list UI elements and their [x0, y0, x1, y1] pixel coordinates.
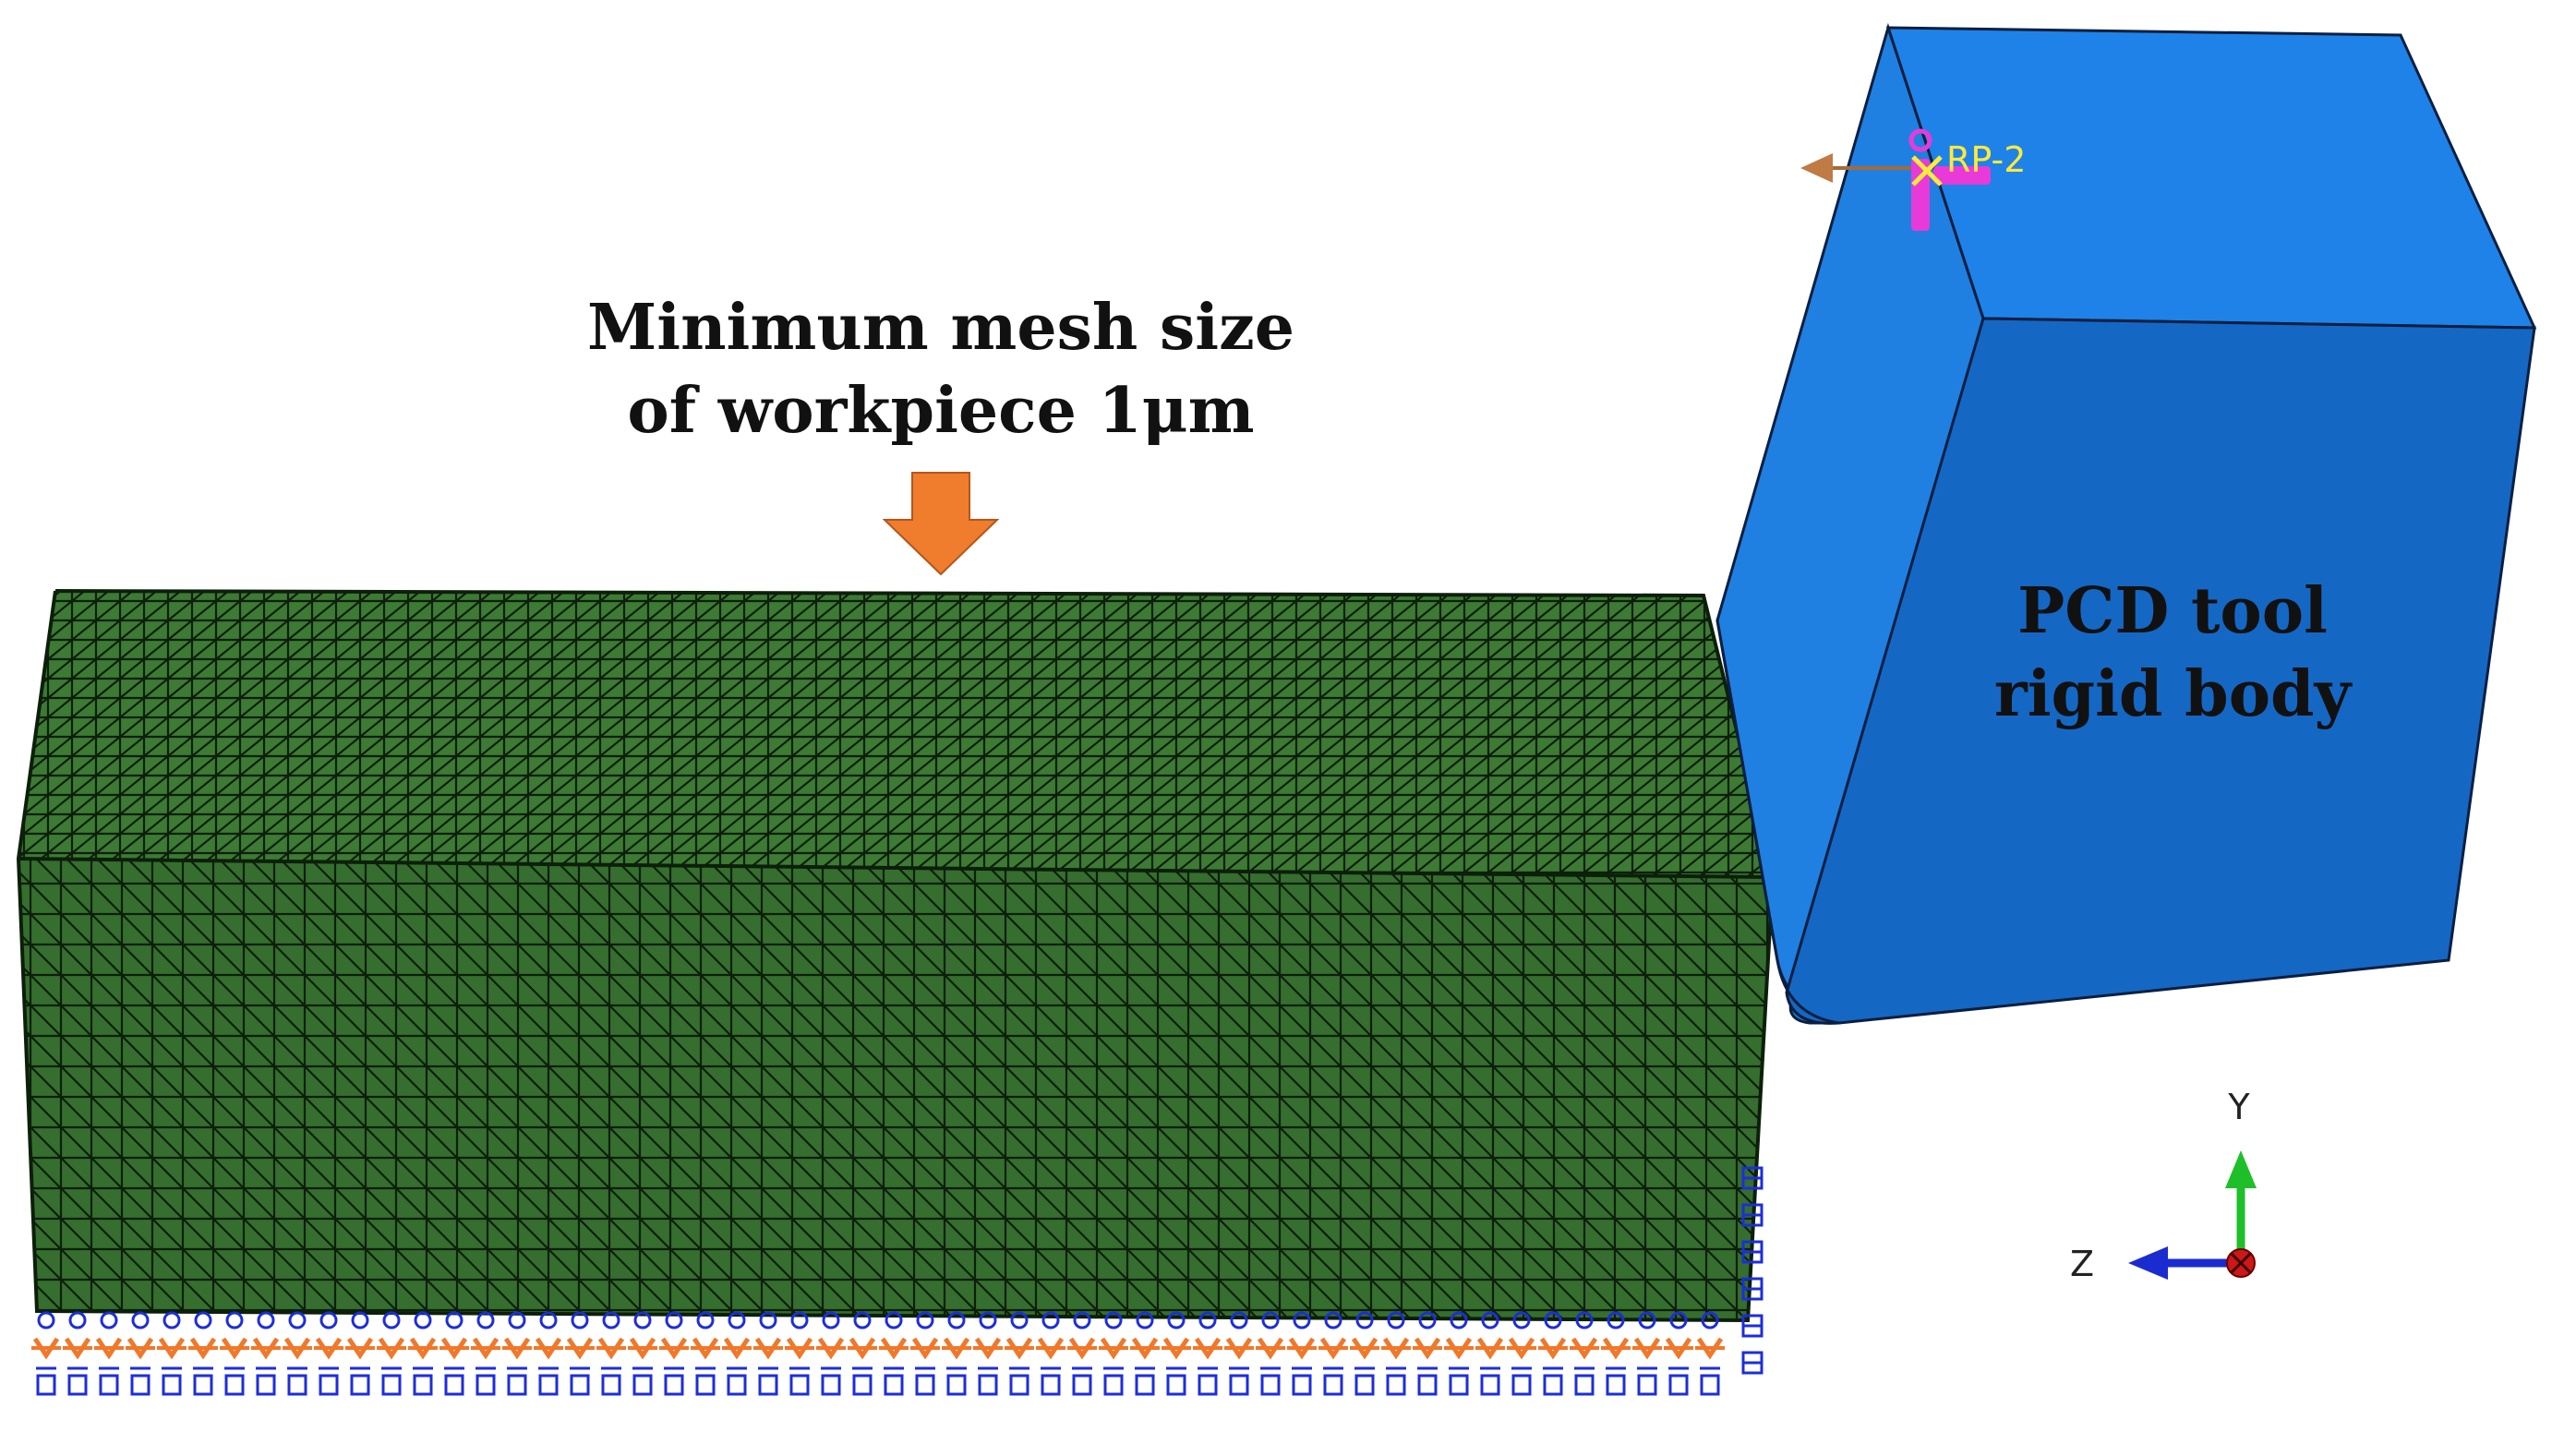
bc-symbol-icon	[283, 1311, 312, 1396]
tool-front-face	[1785, 317, 2536, 1025]
bc-symbol-icon	[1475, 1311, 1505, 1396]
bc-symbol-icon	[659, 1311, 689, 1396]
bc-symbol-icon	[879, 1311, 909, 1396]
bc-symbol-icon	[1099, 1311, 1128, 1396]
bc-symbol-icon	[848, 1311, 877, 1396]
tool-label-line-2: rigid body	[1994, 657, 2353, 731]
bc-symbol-icon	[722, 1311, 752, 1396]
bc-symbol-icon	[1741, 1166, 1764, 1190]
bc-symbol-icon	[314, 1311, 343, 1396]
bc-symbol-icon	[1005, 1311, 1034, 1396]
rp-constraint-arm-icon	[1933, 166, 1991, 185]
bc-symbol-icon	[502, 1311, 532, 1396]
workpiece-top-mesh	[18, 591, 1773, 877]
bc-symbol-icon	[1256, 1311, 1285, 1396]
bc-symbol-icon	[1067, 1311, 1097, 1396]
bc-symbol-icon	[1570, 1311, 1599, 1396]
bc-symbol-icon	[1444, 1311, 1474, 1396]
bc-symbol-icon	[31, 1311, 61, 1396]
bc-symbol-icon	[1193, 1311, 1222, 1396]
pcd-tool	[1715, 22, 2537, 1025]
bc-symbol-icon	[188, 1311, 218, 1396]
bc-symbol-icon	[1741, 1314, 1764, 1338]
bc-symbol-icon	[1287, 1311, 1317, 1396]
bc-symbol-icon	[1507, 1311, 1536, 1396]
rp-velocity-arrow-icon	[1800, 153, 1833, 183]
bc-symbol-icon	[251, 1311, 281, 1396]
annotation-line-2: of workpiece 1μm	[627, 374, 1254, 448]
boundary-conditions	[31, 1166, 1764, 1396]
bc-symbol-icon	[1381, 1311, 1411, 1396]
bc-symbol-icon	[439, 1311, 469, 1396]
reference-point: RP-2	[1800, 128, 2026, 231]
bc-symbol-icon	[534, 1311, 563, 1396]
workpiece-front-mesh	[18, 859, 1773, 1320]
bc-symbol-icon	[816, 1311, 846, 1396]
bc-symbol-icon	[753, 1311, 783, 1396]
bc-symbol-icon	[1695, 1311, 1725, 1396]
bc-symbol-icon	[1741, 1351, 1764, 1375]
bc-symbol-icon	[1741, 1277, 1764, 1301]
bc-symbol-icon	[1741, 1203, 1764, 1227]
bc-symbol-icon	[942, 1311, 971, 1396]
bc-symbol-icon	[220, 1311, 249, 1396]
bc-symbol-icon	[126, 1311, 155, 1396]
rp-constraint-stem-icon	[1911, 159, 1930, 231]
bc-symbol-icon	[1036, 1311, 1065, 1396]
bc-symbol-icon	[565, 1311, 595, 1396]
workpiece-edge	[18, 857, 1774, 879]
bc-symbol-icon	[1741, 1240, 1764, 1264]
axis-y-label: Y	[2227, 1087, 2250, 1127]
bc-symbol-icon	[345, 1311, 375, 1396]
bc-symbol-icon	[1162, 1311, 1191, 1396]
axis-y-arrow-icon	[2225, 1150, 2257, 1188]
rp-label: RP-2	[1946, 139, 2026, 180]
mesh-pointer-arrow-icon	[882, 472, 1000, 576]
bc-symbol-icon	[377, 1311, 406, 1396]
axis-z-arrow-icon	[2128, 1246, 2168, 1280]
workpiece	[16, 589, 1776, 1323]
axis-z-label: Z	[2070, 1244, 2094, 1284]
bc-symbol-icon	[63, 1311, 92, 1396]
rp-constraint-icon	[1908, 128, 1932, 152]
bc-symbol-icon	[1601, 1311, 1631, 1396]
bc-symbol-icon	[471, 1311, 500, 1396]
bc-symbol-icon	[910, 1311, 940, 1396]
bc-symbol-icon	[157, 1311, 187, 1396]
bc-symbol-icon	[628, 1311, 657, 1396]
bc-symbol-icon	[408, 1311, 438, 1396]
bc-symbol-icon	[596, 1311, 626, 1396]
bc-symbol-icon	[1664, 1311, 1693, 1396]
bc-symbol-icon	[1413, 1311, 1442, 1396]
annotation-line-1: Minimum mesh size	[587, 291, 1294, 365]
bc-symbol-icon	[1350, 1311, 1379, 1396]
bc-symbol-icon	[1538, 1311, 1568, 1396]
bc-symbol-icon	[691, 1311, 720, 1396]
bc-symbol-icon	[1130, 1311, 1160, 1396]
bc-symbol-icon	[1318, 1311, 1348, 1396]
bc-symbol-icon	[1632, 1311, 1662, 1396]
tool-label-line-1: PCD tool	[2017, 574, 2328, 648]
axes-triad: Y Z	[2070, 1087, 2257, 1284]
bc-symbol-icon	[785, 1311, 814, 1396]
tool-cutting-edge	[1715, 620, 1840, 1025]
bc-symbol-icon	[1224, 1311, 1254, 1396]
bc-symbol-icon	[973, 1311, 1003, 1396]
bc-symbol-icon	[94, 1311, 124, 1396]
